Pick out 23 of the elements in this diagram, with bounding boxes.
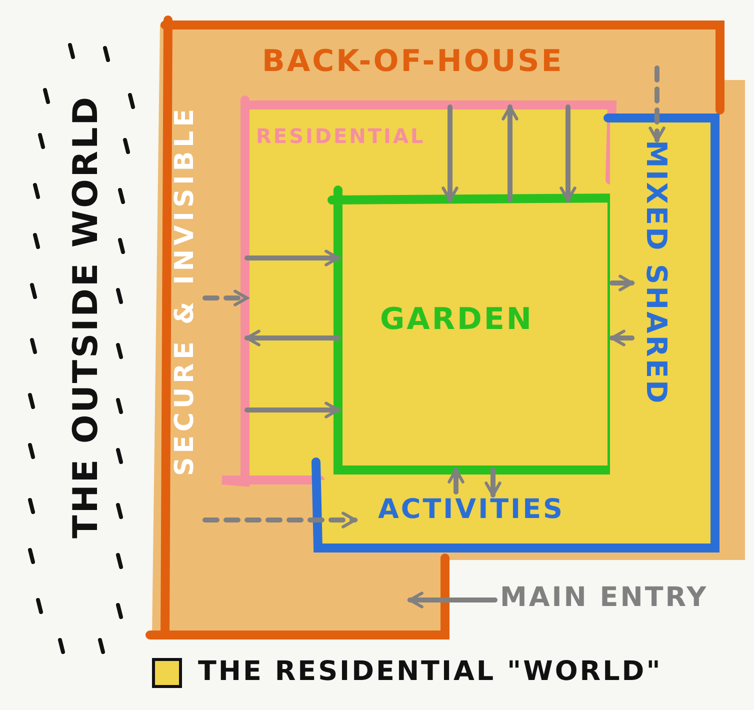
zone-label: GARDEN [380, 302, 534, 337]
dashed-arrow [202, 290, 250, 306]
arrow [560, 104, 576, 202]
zone-label: ACTIVITIES [378, 494, 564, 525]
zone-label: MIXED SHARED [640, 140, 673, 406]
arrow [484, 468, 502, 498]
arrow [244, 250, 340, 266]
entry-label: MAIN ENTRY [500, 582, 708, 613]
arrow [610, 274, 634, 292]
arrow [502, 104, 518, 202]
arrow [448, 468, 464, 494]
arrow [244, 402, 340, 418]
zone-label: RESIDENTIAL [256, 124, 426, 148]
arrow [244, 330, 340, 346]
legend-label: THE RESIDENTIAL "WORLD" [198, 656, 662, 687]
arrow [610, 330, 634, 346]
arrow [408, 592, 498, 608]
zone-label: SECURE & INVISIBLE [170, 105, 200, 476]
outside-world-label: THE OUTSIDE WORLD [66, 95, 106, 538]
zone-label: BACK-OF-HOUSE [262, 44, 564, 79]
dashed-arrow [202, 512, 358, 528]
arrow [442, 104, 458, 202]
dashed-arrow [648, 66, 666, 142]
